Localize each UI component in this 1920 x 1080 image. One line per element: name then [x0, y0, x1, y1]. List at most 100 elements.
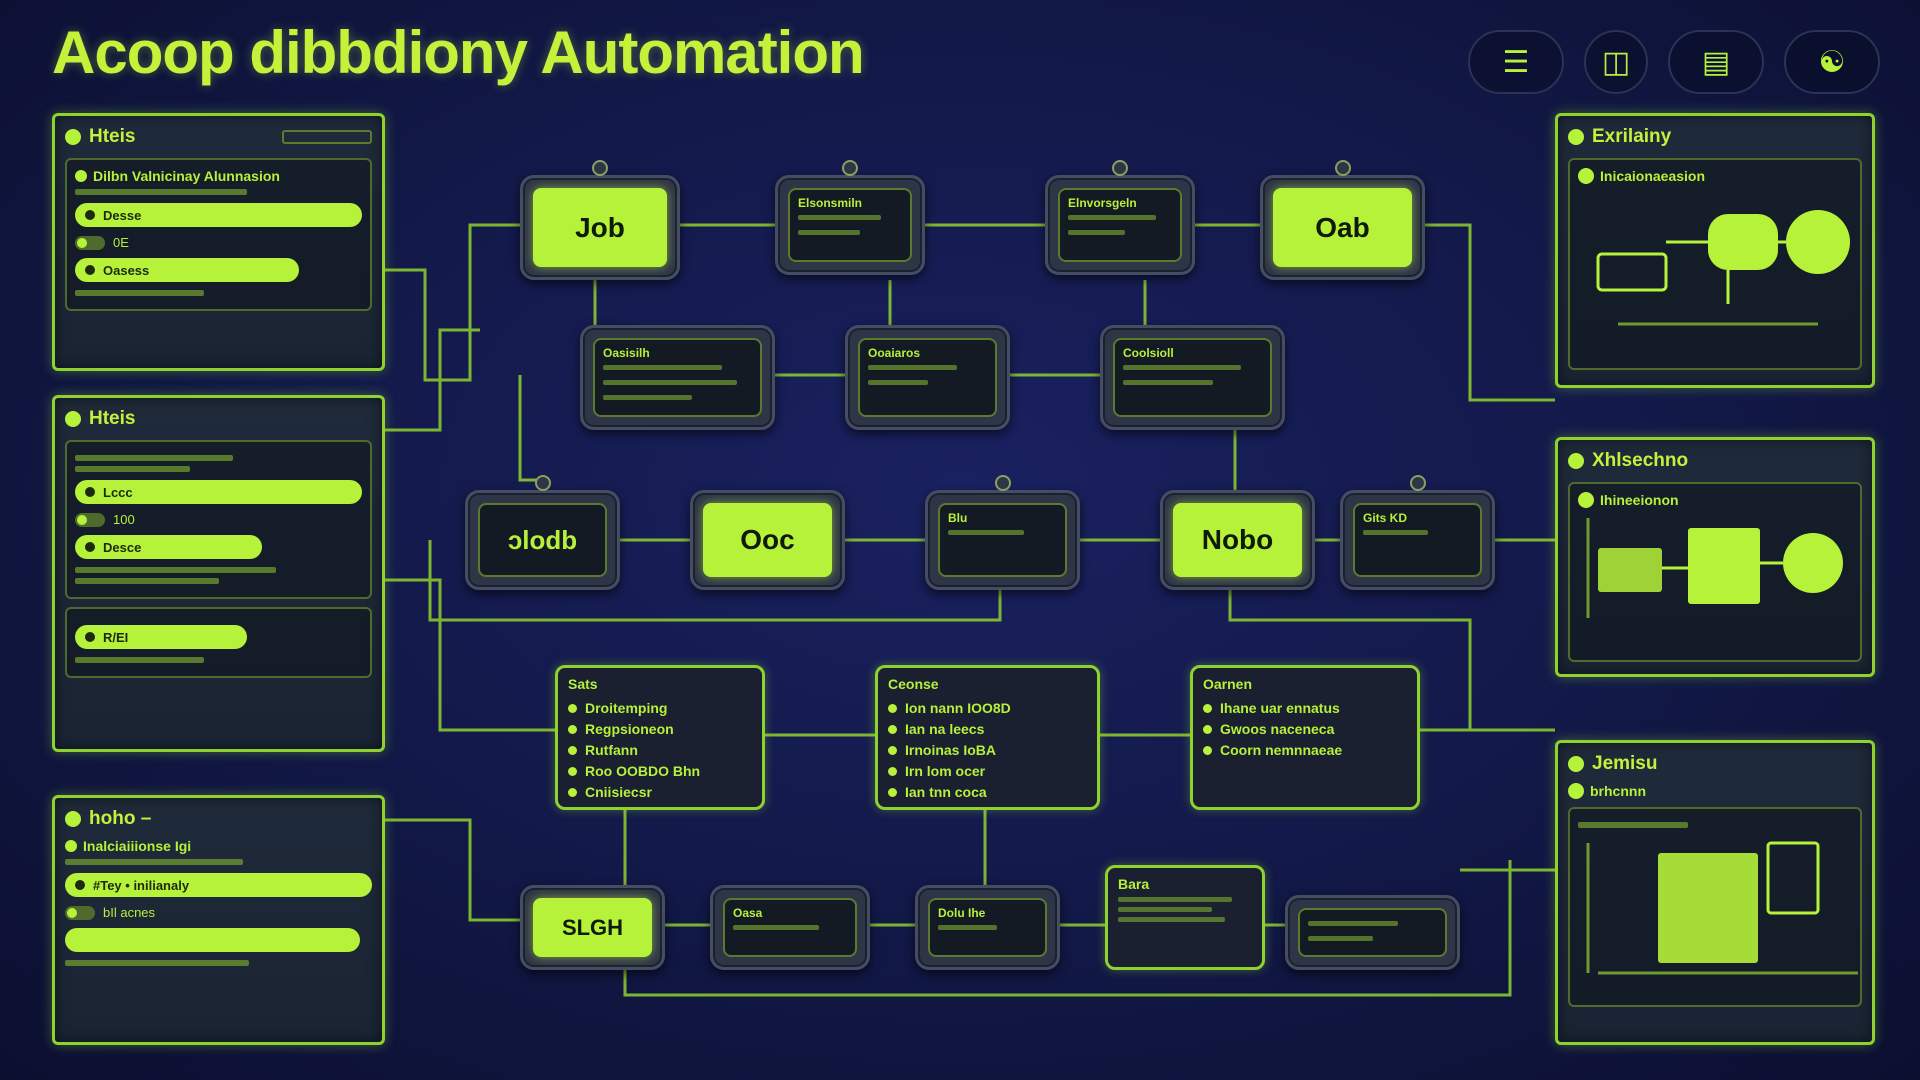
list-item: Irnoinas IoBA [888, 742, 1087, 758]
panel-card: R/EI [65, 607, 372, 678]
node-label: Ooaiaros [868, 346, 921, 360]
option-pill[interactable]: Desce [75, 535, 262, 559]
option-pill[interactable]: Lccc [75, 480, 362, 504]
connector-knob-icon[interactable] [1112, 160, 1128, 176]
option-pill[interactable]: Oasess [75, 258, 299, 282]
flow-node-row3-1[interactable]: ɔlodb [465, 475, 620, 590]
card-title: Ihineeionon [1600, 492, 1679, 508]
top-toolbar: ☰ ◫ ▤ ☯ [1468, 30, 1880, 94]
window-icon[interactable]: ▤ [1668, 30, 1764, 94]
flow-node-row3-5[interactable]: Gits KD [1340, 475, 1495, 590]
flow-node-row2-1[interactable]: Oasisilh [580, 325, 775, 430]
node-label: Bara [1118, 876, 1150, 892]
connector-knob-icon[interactable] [994, 475, 1011, 491]
status-dot-icon [65, 840, 77, 852]
process-card-3[interactable]: Oarnen Ihane uar ennatus Gwoos naceneca … [1190, 665, 1420, 810]
flow-node-row3-3[interactable]: Blu [925, 475, 1080, 590]
pill-label: Desse [103, 207, 142, 223]
panel-card: Dilbn Valnicinay Alunnasion Desse 0E Oas… [65, 158, 372, 311]
pill-label: R/EI [103, 629, 129, 645]
card-title: Inicaionaeasion [1600, 168, 1706, 184]
status-dot-icon [1568, 453, 1584, 469]
toggle-switch[interactable] [75, 512, 105, 527]
option-pill[interactable]: Desse [75, 203, 362, 227]
status-dot-icon [75, 170, 87, 182]
pill-label: Desce [103, 539, 142, 555]
toggle-row[interactable]: 0E [75, 235, 362, 250]
connector-knob-icon[interactable] [842, 160, 858, 176]
card-title: Inalciaiiionse Igi [83, 838, 192, 854]
toggle-label: bIl acnes [103, 905, 156, 920]
option-pill[interactable]: #Tey • inilianaly [65, 873, 372, 897]
option-pill[interactable] [65, 928, 360, 952]
left-panel-3: hoho – Inalciaiiionse Igi #Tey • inilian… [52, 795, 385, 1045]
flow-diagram [1586, 841, 1858, 975]
user-icon[interactable]: ☯ [1784, 30, 1880, 94]
node-label: ɔlodb [507, 524, 578, 555]
list-item: Ian na leecs [888, 721, 1087, 737]
process-card-1[interactable]: Sats Droitemping Regpsioneon Rutfann Roo… [555, 665, 765, 810]
flow-node-row2-3[interactable]: Coolsioll [1100, 325, 1285, 430]
toggle-switch[interactable] [65, 905, 95, 920]
panel-title: Exrilainy [1592, 126, 1672, 147]
node-label: SLGH [533, 898, 652, 957]
list-item: Droitemping [568, 700, 752, 716]
toggle-switch[interactable] [75, 235, 105, 250]
flow-diagram [1596, 210, 1850, 326]
connector-knob-icon[interactable] [1334, 160, 1351, 176]
search-input[interactable] [282, 130, 372, 144]
flow-node-row5-1[interactable]: SLGH [520, 885, 665, 970]
option-pill[interactable]: R/EI [75, 625, 248, 649]
card-title: Sats [568, 676, 598, 692]
list-item: Gwoos naceneca [1203, 721, 1407, 737]
node-label: Oasisilh [603, 346, 650, 360]
card-title: brhcnnn [1590, 783, 1646, 799]
list-item: Coorn nemnnaeae [1203, 742, 1407, 758]
status-dot-icon [1568, 783, 1584, 799]
panel-title: Xhlsechno [1592, 450, 1689, 471]
node-label: Elnvorsgeln [1068, 196, 1137, 210]
toggle-label: 0E [113, 235, 129, 250]
panel-title: Jemisu [1592, 753, 1658, 774]
toggle-row[interactable]: 100 [75, 512, 362, 527]
list-item: Regpsioneon [568, 721, 752, 737]
panel-title: hoho – [89, 808, 152, 829]
flow-node-row5-2[interactable]: Oasa [710, 885, 870, 970]
panel-card: Lccc 100 Desce [65, 440, 372, 599]
pill-label: #Tey • inilianaly [93, 877, 190, 893]
flow-node-2[interactable]: Elsonsmiln [775, 160, 925, 275]
card-title: Ceonse [888, 676, 939, 692]
process-card-2[interactable]: Ceonse Ion nann IOO8D Ian na leecs Irnoi… [875, 665, 1100, 810]
node-label: Nobo [1173, 503, 1302, 577]
flow-node-row3-2[interactable]: Ooc [690, 490, 845, 590]
card-list: Droitemping Regpsioneon Rutfann Roo OOBD… [568, 700, 752, 800]
flow-node-row5-3[interactable]: Dolu Ihe [915, 885, 1060, 970]
node-label: Coolsioll [1123, 346, 1174, 360]
toggle-row[interactable]: bIl acnes [65, 905, 372, 920]
flow-node-row3-4[interactable]: Nobo [1160, 490, 1315, 590]
pill-label: Oasess [103, 262, 150, 278]
connector-knob-icon[interactable] [1409, 475, 1426, 491]
app-title: Acoop dibbdiony Automation [52, 19, 865, 86]
flow-node-3[interactable]: Elnvorsgeln [1045, 160, 1195, 275]
node-label: Dolu Ihe [938, 906, 986, 920]
node-label: Job [533, 188, 667, 267]
panel-card: Inicaionaeasion [1568, 158, 1862, 370]
connector-knob-icon[interactable] [534, 475, 551, 491]
connector-knob-icon[interactable] [592, 160, 608, 176]
list-item: Ihane uar ennatus [1203, 700, 1407, 716]
status-dot-icon [1578, 492, 1594, 508]
flow-node-row2-2[interactable]: Ooaiaros [845, 325, 1010, 430]
toolbar-icon[interactable]: ☰ [1468, 30, 1564, 94]
flow-node-job[interactable]: Job [520, 160, 680, 280]
toggle-icon[interactable]: ◫ [1584, 30, 1648, 94]
flow-node-row5-4[interactable]: Bara [1105, 865, 1265, 970]
left-panel-1: Hteis Dilbn Valnicinay Alunnasion Desse … [52, 113, 385, 371]
flow-node-row5-5[interactable] [1285, 895, 1460, 970]
panel-card: Ihineeionon [1568, 482, 1862, 662]
flow-node-oab[interactable]: Oab [1260, 160, 1425, 280]
left-panel-2: Hteis Lccc 100 Desce R/EI [52, 395, 385, 752]
right-panel-1: Exrilainy Inicaionaeasion [1555, 113, 1875, 388]
status-dot-icon [1578, 168, 1594, 184]
